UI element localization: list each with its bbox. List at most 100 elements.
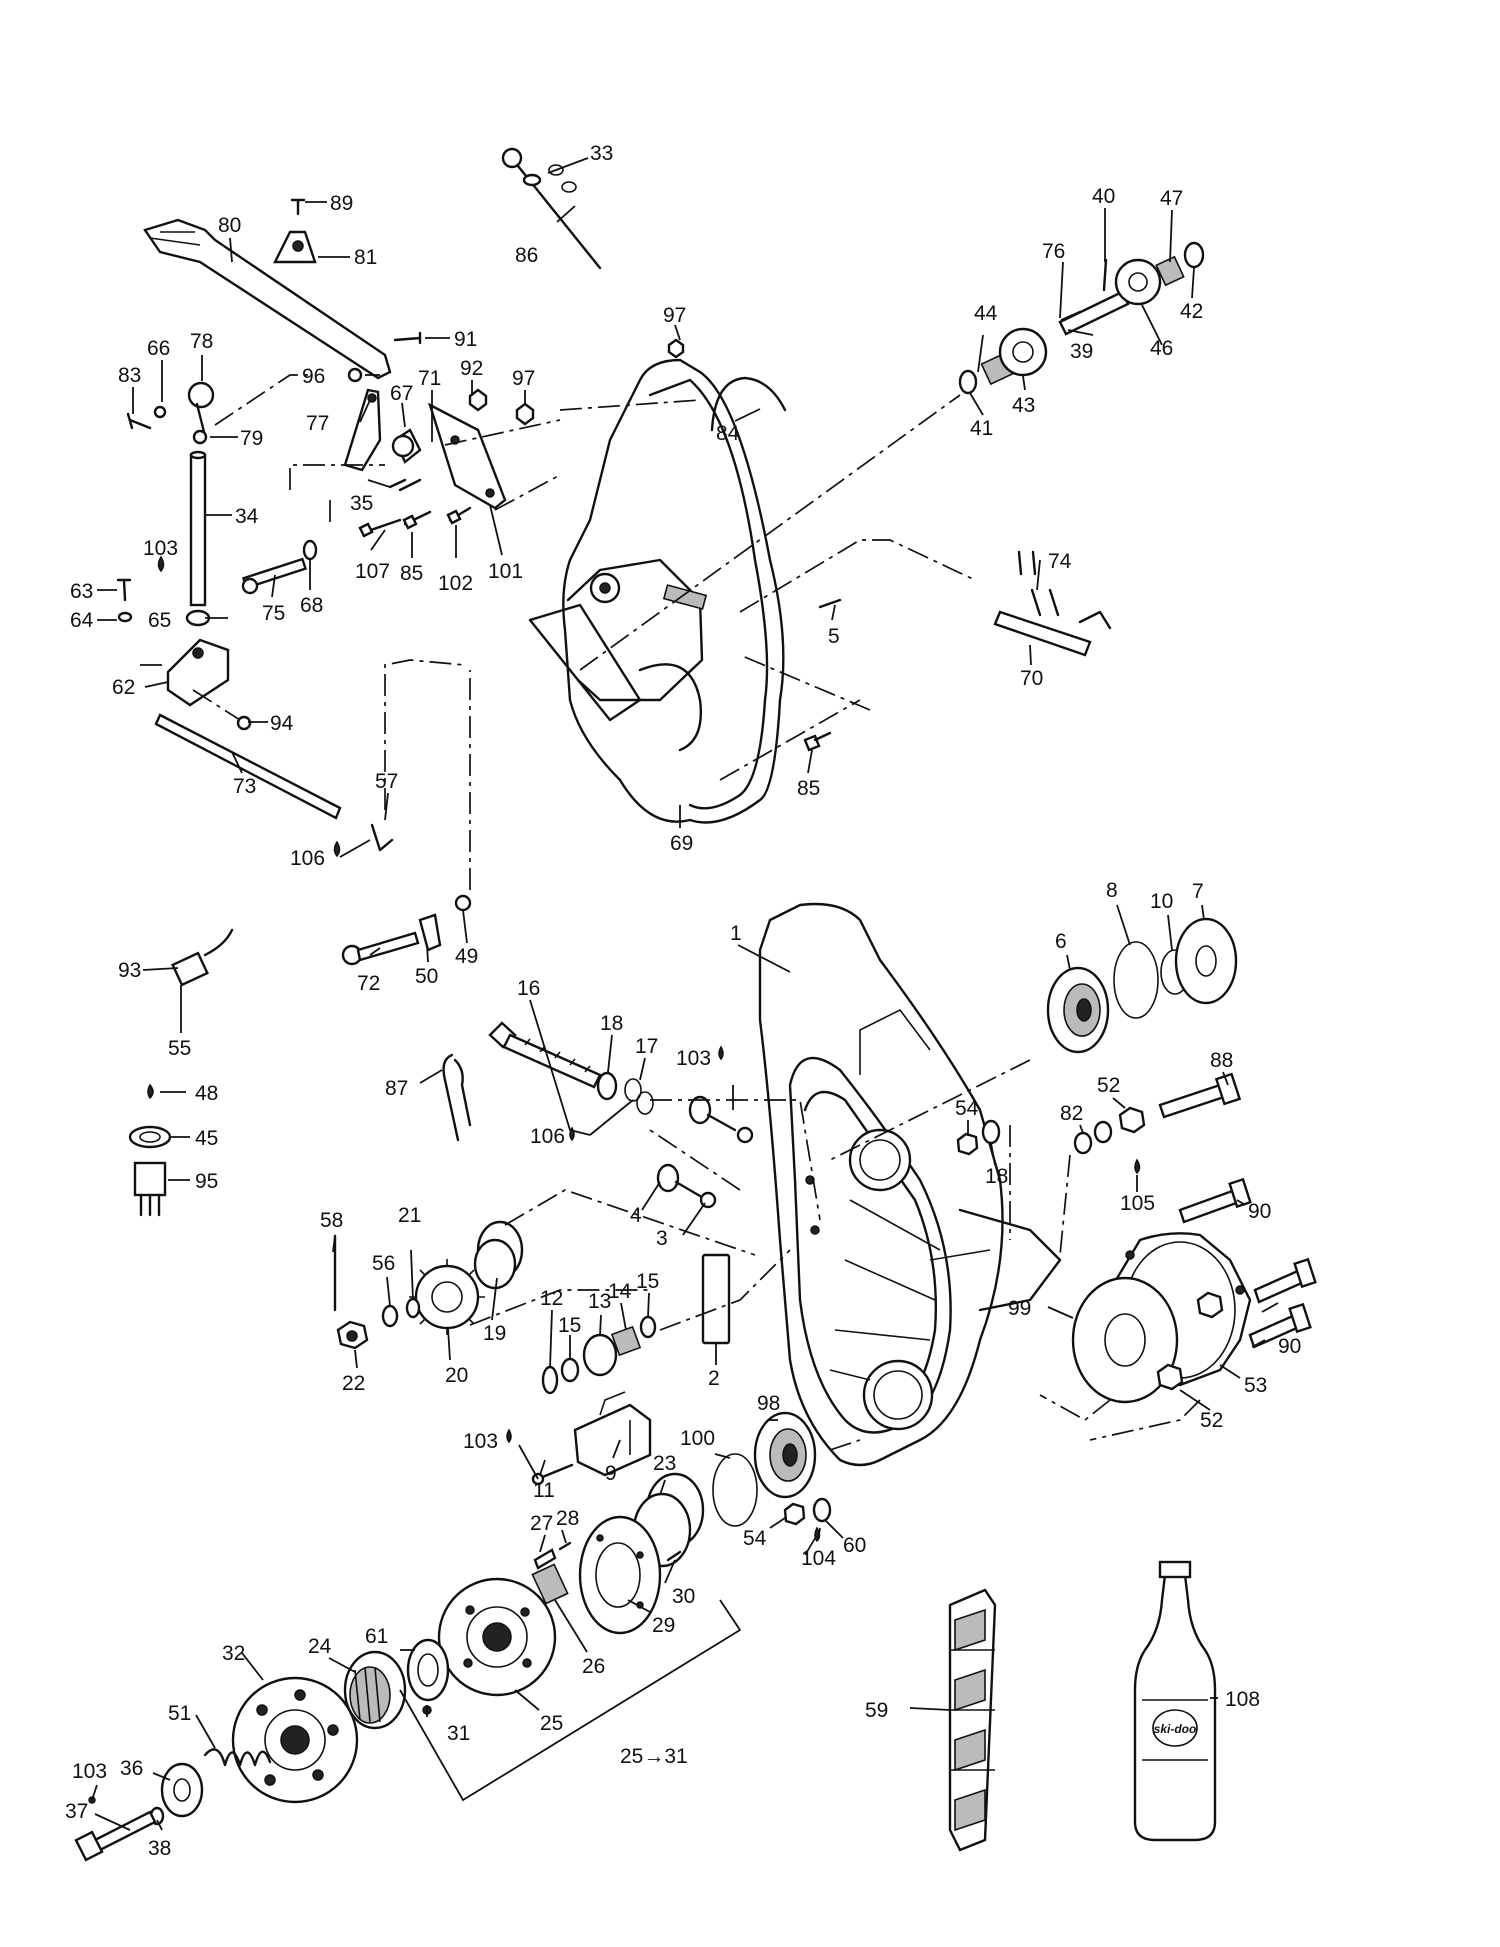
bearing-47 bbox=[1155, 255, 1185, 287]
callout-67: 67 bbox=[390, 382, 413, 405]
nut-49 bbox=[454, 894, 472, 912]
callout-57: 57 bbox=[375, 770, 398, 793]
callout-25-31: 25→31 bbox=[620, 1745, 688, 1768]
callout-30: 30 bbox=[672, 1585, 695, 1608]
screw-85-lower bbox=[803, 731, 832, 752]
clip-57 bbox=[370, 823, 394, 852]
callout-51: 51 bbox=[168, 1702, 191, 1725]
nut-92 bbox=[468, 388, 488, 412]
drive-chain-59 bbox=[948, 1588, 997, 1852]
callout-76: 76 bbox=[1042, 240, 1065, 263]
callout-90-b: 90 bbox=[1278, 1335, 1301, 1358]
washer-18-right bbox=[981, 1119, 1001, 1145]
callout-99: 99 bbox=[1008, 1297, 1031, 1320]
callout-7: 7 bbox=[1192, 880, 1204, 903]
callout-29: 29 bbox=[652, 1614, 675, 1637]
callout-41: 41 bbox=[970, 417, 993, 440]
callout-80: 80 bbox=[218, 214, 241, 237]
callout-68: 68 bbox=[300, 594, 323, 617]
callout-85-b: 85 bbox=[797, 777, 820, 800]
pin-40 bbox=[1102, 258, 1108, 292]
leader-lines bbox=[91, 157, 1279, 1831]
callout-14: 14 bbox=[608, 1280, 632, 1303]
kit-bracket-25-31 bbox=[399, 1599, 742, 1802]
key-76 bbox=[1060, 310, 1082, 322]
callout-36: 36 bbox=[120, 1757, 143, 1780]
callout-75: 75 bbox=[262, 602, 285, 625]
callout-52-b: 52 bbox=[1200, 1409, 1223, 1432]
bracket-9 bbox=[573, 1391, 652, 1477]
bolt-72 bbox=[341, 931, 420, 966]
nut-54-upper bbox=[956, 1132, 979, 1156]
callout-81: 81 bbox=[354, 246, 377, 269]
callout-58: 58 bbox=[320, 1209, 343, 1232]
callout-90-a: 90 bbox=[1248, 1200, 1271, 1223]
screw-89 bbox=[290, 198, 306, 216]
callout-26: 26 bbox=[582, 1655, 605, 1678]
callout-35: 35 bbox=[350, 492, 373, 515]
callout-15-a: 15 bbox=[558, 1314, 581, 1337]
adjuster-bolt-16 bbox=[488, 1021, 602, 1089]
callout-37: 37 bbox=[65, 1800, 88, 1823]
rod-end-78 bbox=[187, 381, 215, 438]
washer-50 bbox=[418, 913, 442, 952]
gear-43 bbox=[998, 327, 1048, 377]
sprocket-32 bbox=[231, 1676, 359, 1804]
shaft-39 bbox=[1058, 290, 1130, 336]
spacer-19 bbox=[473, 1220, 524, 1290]
washer-68 bbox=[302, 539, 318, 561]
screws-107-85-102 bbox=[358, 478, 472, 538]
drop-105 bbox=[1134, 1158, 1141, 1175]
callout-13: 13 bbox=[588, 1290, 611, 1313]
callout-62: 62 bbox=[112, 676, 135, 699]
oil-bottle-label: ski-doo bbox=[1154, 1722, 1197, 1736]
callout-32: 32 bbox=[222, 1642, 245, 1665]
callout-1: 1 bbox=[730, 922, 742, 945]
callout-63: 63 bbox=[70, 580, 93, 603]
callout-27: 27 bbox=[530, 1512, 553, 1535]
callout-106-b: 106 bbox=[530, 1125, 565, 1148]
callout-46: 46 bbox=[1150, 337, 1173, 360]
callout-82: 82 bbox=[1060, 1102, 1083, 1125]
chaincase-cover-69 bbox=[528, 358, 785, 824]
bolt-75 bbox=[241, 557, 308, 595]
callout-98: 98 bbox=[757, 1392, 780, 1415]
cable-adjuster-71 bbox=[391, 428, 422, 464]
screw-11 bbox=[531, 1463, 574, 1486]
callout-103-b: 103 bbox=[676, 1047, 711, 1070]
callout-47: 47 bbox=[1160, 187, 1183, 210]
callout-11: 11 bbox=[533, 1479, 555, 1502]
screw-91 bbox=[393, 331, 422, 345]
callout-91: 91 bbox=[454, 328, 477, 351]
callout-22: 22 bbox=[342, 1372, 365, 1395]
callout-65: 65 bbox=[148, 609, 171, 632]
callout-18-b: 18 bbox=[985, 1165, 1008, 1188]
sensor-55-93 bbox=[171, 928, 234, 987]
callout-77: 77 bbox=[306, 412, 329, 435]
washer-41 bbox=[958, 369, 978, 395]
hairpin-87 bbox=[442, 1053, 472, 1142]
callout-4: 4 bbox=[630, 1204, 642, 1227]
callout-87: 87 bbox=[385, 1077, 408, 1100]
callout-64: 64 bbox=[70, 609, 94, 632]
callout-93: 93 bbox=[118, 959, 141, 982]
callout-88: 88 bbox=[1210, 1049, 1233, 1072]
callout-28: 28 bbox=[556, 1507, 579, 1530]
callout-83: 83 bbox=[118, 364, 141, 387]
nut-52-lower bbox=[1156, 1363, 1184, 1391]
callout-18-a: 18 bbox=[600, 1012, 623, 1035]
cable-84 bbox=[710, 376, 787, 432]
callout-25: 25 bbox=[540, 1712, 563, 1735]
callout-43: 43 bbox=[1012, 394, 1035, 417]
callout-39: 39 bbox=[1070, 340, 1093, 363]
callout-21: 21 bbox=[398, 1204, 421, 1227]
callout-12: 12 bbox=[540, 1287, 563, 1310]
callout-23: 23 bbox=[653, 1452, 676, 1475]
slider-block-2 bbox=[701, 1253, 731, 1345]
dipstick-86 bbox=[501, 147, 602, 270]
nut-97-upper bbox=[515, 402, 535, 426]
washer-21 bbox=[405, 1297, 421, 1319]
nut-97-cover bbox=[667, 338, 685, 359]
pad-screw-103 bbox=[688, 1095, 754, 1144]
